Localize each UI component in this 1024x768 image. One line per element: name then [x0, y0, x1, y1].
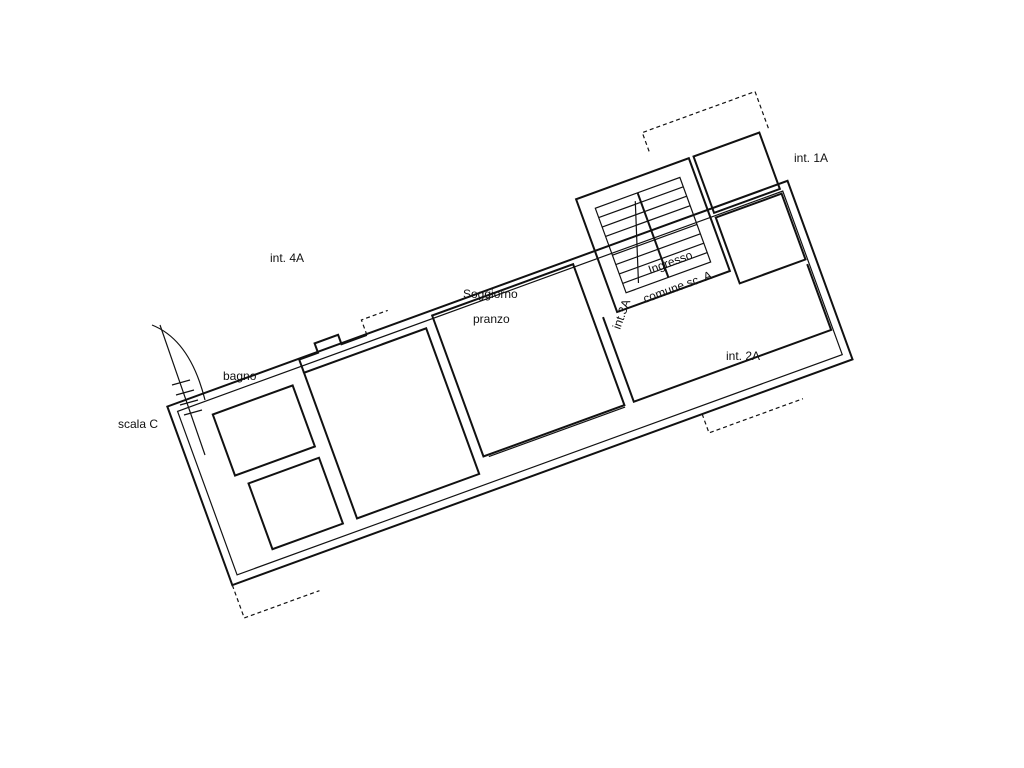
- ingresso-area: [602, 263, 833, 404]
- neighbor-boundary-top: [641, 90, 770, 152]
- building-outline: [166, 90, 854, 619]
- label-int-1a: int. 1A: [794, 151, 828, 165]
- label-int-4a: int. 4A: [270, 251, 304, 265]
- neighbor-boundary-left: [231, 584, 320, 619]
- inner-wall: [176, 190, 844, 576]
- room-right-top: [692, 131, 782, 215]
- stair-steps: [598, 186, 708, 284]
- label-soggiorno: Soggiorno: [463, 287, 518, 301]
- neighbor-boundary-top-left: [360, 309, 388, 336]
- room-soggiorno: [430, 262, 626, 458]
- label-int-2a: int. 2A: [726, 349, 760, 363]
- label-pranzo: pranzo: [473, 312, 510, 326]
- window-line: [488, 406, 626, 458]
- label-ingresso: Ingresso: [646, 248, 694, 277]
- top-notch: [297, 333, 368, 374]
- label-scala-c: scala C: [118, 417, 158, 431]
- neighbor-boundary-bottom: [701, 398, 804, 434]
- outer-wall: [166, 179, 854, 587]
- room-right-mid: [714, 192, 807, 285]
- label-bagno: bagno: [223, 369, 257, 383]
- room-bagno: [211, 384, 317, 477]
- room-central: [302, 327, 481, 520]
- room-small: [247, 456, 345, 551]
- stair-core: [574, 156, 732, 314]
- scala-c-stairs: [151, 324, 206, 456]
